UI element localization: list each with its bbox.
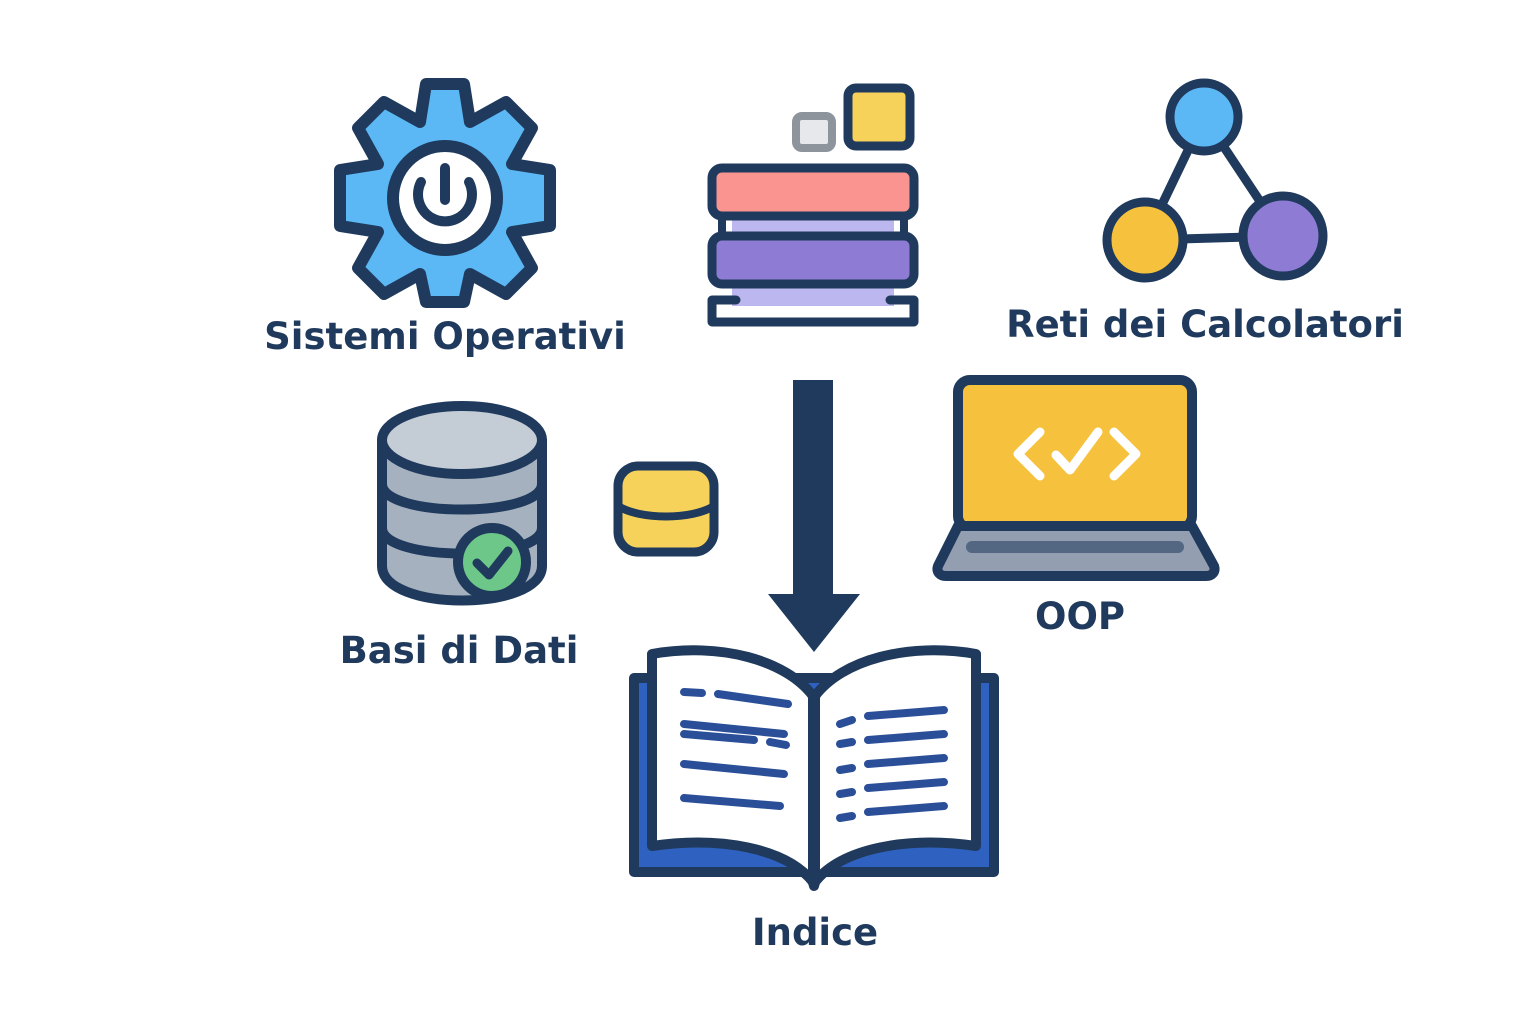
stacked-layers-icon [707,83,919,327]
label-reti-dei-calcolatori: Reti dei Calcolatori [1006,303,1404,346]
database-check-icon [377,401,547,606]
arrow-down-icon [768,380,860,652]
laptop-code-icon [932,375,1220,581]
label-sistemi-operativi: Sistemi Operativi [264,315,626,358]
open-book-icon [629,645,999,891]
label-indice: Indice [751,911,879,954]
gear-power-icon [334,78,556,308]
network-nodes-icon [1102,78,1328,283]
label-oop: OOP [1034,595,1126,638]
small-database-icon [613,461,719,557]
label-basi-di-dati: Basi di Dati [339,629,579,672]
